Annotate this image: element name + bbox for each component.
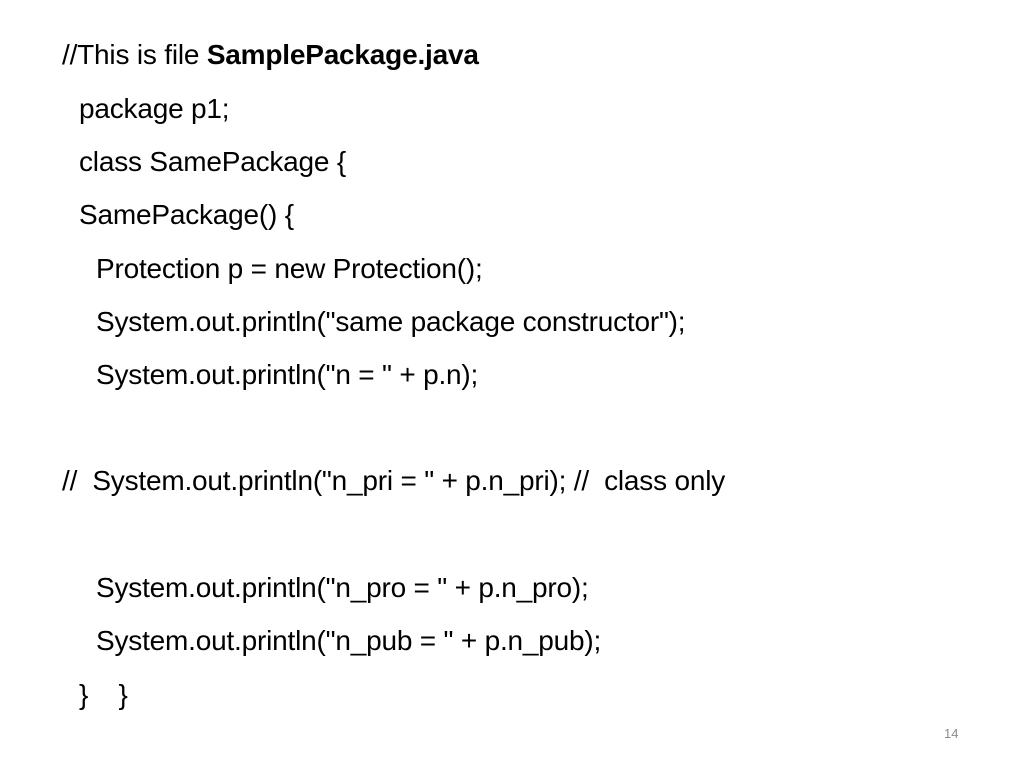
code-line-file-comment: //This is file SamplePackage.java	[62, 38, 479, 72]
page-number: 14	[944, 726, 959, 741]
code-line-print-constructor: System.out.println("same package constru…	[96, 306, 686, 337]
code-line-closing-braces: } }	[79, 679, 128, 710]
code-line-print-n-pro: System.out.println("n_pro = " + p.n_pro)…	[96, 572, 589, 603]
code-line-commented-n-pri: // System.out.println("n_pri = " + p.n_p…	[62, 465, 726, 496]
code-line-constructor: SamePackage() {	[79, 199, 294, 230]
file-comment-prefix: //This is file	[62, 39, 207, 70]
file-name: SamplePackage.java	[206, 39, 479, 70]
code-line-print-n-pub: System.out.println("n_pub = " + p.n_pub)…	[96, 625, 602, 656]
code-line-print-n: System.out.println("n = " + p.n);	[96, 359, 479, 390]
code-line-package: package p1;	[79, 93, 230, 124]
code-line-protection-instance: Protection p = new Protection();	[96, 253, 483, 284]
code-line-class-declaration: class SamePackage {	[79, 146, 347, 177]
